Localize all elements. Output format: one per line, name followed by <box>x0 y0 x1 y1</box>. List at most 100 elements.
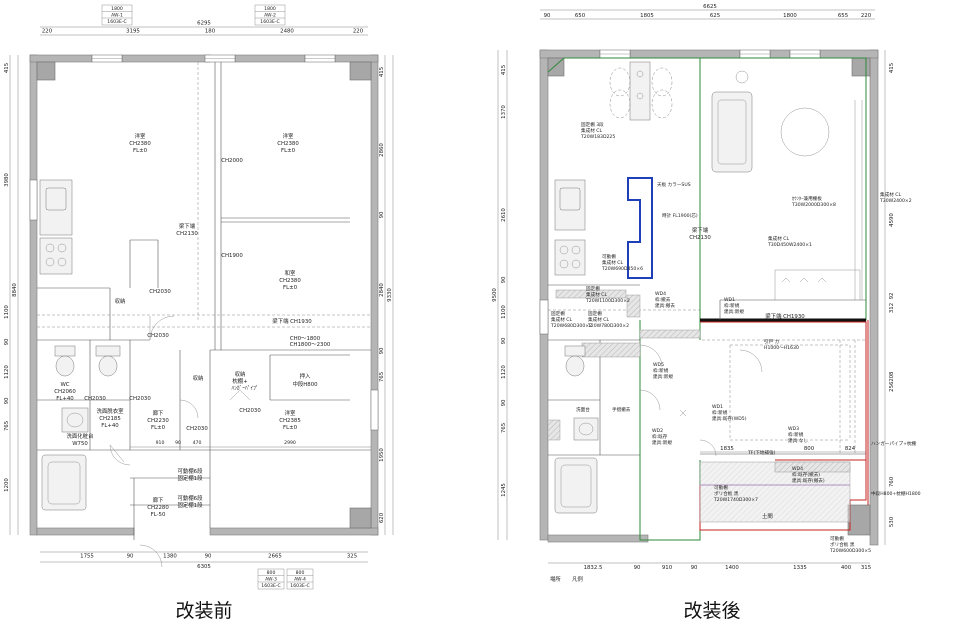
before-dim-label: 6295 <box>197 21 211 27</box>
after-dims-mid: 1835 800 824 <box>700 446 866 453</box>
after-dim-label: 4590 <box>889 213 895 227</box>
room-rouka-name: 廊下 <box>153 409 164 417</box>
label-chuudana: 中段H800 <box>292 380 318 388</box>
label-kotei-tana: 集成材 CL <box>581 127 602 134</box>
after-shelves <box>547 289 851 523</box>
room-youshitsu-bottom-fl: FL±0 <box>283 425 298 431</box>
label-ch2030: CH2030 <box>84 396 106 402</box>
before-tag-text: 1603E-C <box>261 583 280 589</box>
room-youshitsu-right-name: 洋室 <box>283 132 294 140</box>
before-dims-bottom: 1755 90 1380 90 2665 325 6305 <box>40 551 368 570</box>
before-dim-label: 90 <box>4 338 10 345</box>
label-kotei-a: 集成材 CL <box>551 316 572 323</box>
before-dim-label: 2840 <box>379 283 385 297</box>
after-dim-label: 2562 <box>889 378 895 392</box>
before-dim-label: 8840 <box>12 283 18 297</box>
label-kadou-c: 可動棚 <box>830 535 844 542</box>
room-senmen-ch: CH2185 <box>99 416 121 422</box>
after-dim-label: 9500 <box>492 288 498 302</box>
before-dims-left: 415 3980 1100 90 1120 90 765 1200 8840 <box>4 55 19 535</box>
after-dim-label: 90 <box>691 565 698 571</box>
label-ch2030: CH2030 <box>147 333 169 339</box>
after-fixtures <box>554 61 830 514</box>
after-dim-label: 90 <box>544 13 551 19</box>
label-tf: TF(下地補強) <box>747 449 776 456</box>
before-dim-label: 1100 <box>4 305 10 319</box>
label-wd5: WD5 <box>653 362 664 368</box>
label-kotei-c: T20W780D300×2 <box>587 323 629 329</box>
caption-after: 改装後 <box>683 600 740 622</box>
room-youshitsu-left-name: 洋室 <box>135 132 146 140</box>
room-senmen-name: 洗面脱衣室 <box>97 407 125 415</box>
label-shuusei: T30D450W2400×1 <box>767 242 812 248</box>
before-dim-label: 765 <box>379 372 385 382</box>
before-tag-text: 1800 <box>264 6 276 12</box>
room-washitsu-name: 和室 <box>285 269 296 277</box>
label-wd3: WD3 <box>788 426 799 432</box>
room-wc-fl: FL+40 <box>56 396 74 402</box>
label-shuusei: 集成材 CL <box>768 235 789 242</box>
label-shuunou: 収納 <box>193 374 204 382</box>
label-kotei-a: T20W680D300×2 <box>550 323 592 329</box>
room-senmenki-name: 洗面化粧台 <box>67 432 94 440</box>
after-dim-label: 1805 <box>640 13 654 19</box>
room-wc-name: WC <box>60 382 69 388</box>
room-youshitsu-right-ch: CH2380 <box>277 141 299 147</box>
after-dim-label: 92 <box>889 293 895 300</box>
label-wd1: WD1 <box>712 404 723 410</box>
room-senmenki-w: W750 <box>72 441 88 447</box>
after-dim-label: 90 <box>501 337 507 344</box>
after-dims-top: 6625 90 650 1805 625 1800 655 220 <box>540 4 875 20</box>
label-ch2000: CH2000 <box>221 158 243 164</box>
before-tag-text: 800 <box>267 570 276 576</box>
after-dim-label: 415 <box>889 63 895 73</box>
label-wd2: WD2 <box>652 428 663 434</box>
before-tag-text: AW-2 <box>264 13 276 19</box>
before-dim-label: 1950 <box>379 448 385 462</box>
label-hanger: ハンガーパイプ+枕棚 <box>871 440 917 447</box>
before-dims-top: 6295 220 3195 180 2480 220 <box>40 21 368 36</box>
before-tag-text: AW-4 <box>294 577 306 583</box>
label-oshiire: 押入 <box>300 372 311 380</box>
after-dim-label: 08 <box>889 371 895 378</box>
label-ch-range1: CH0～1800 <box>290 336 321 342</box>
after-dim-label: 765 <box>501 423 507 433</box>
after-walls <box>539 49 879 546</box>
room-youshitsu-left-fl: FL±0 <box>133 148 148 154</box>
label-hari-ch1930: 梁下端 CH1930 <box>272 317 312 325</box>
room-rouka-ch: CH2230 <box>147 418 169 424</box>
after-dim-label: 1800 <box>783 13 797 19</box>
before-dim-label: 415 <box>4 63 10 73</box>
label-wd5: 建具:新規 <box>653 373 673 380</box>
label-hari: 梁下端 <box>692 226 709 234</box>
label-counter: ｶｳﾝﾀｰ兼用棚板 <box>792 195 822 202</box>
before-dim-label: 220 <box>42 29 53 35</box>
before-dim-label: 220 <box>353 29 364 35</box>
label-wd5: 枠:新規 <box>653 367 669 374</box>
before-dims-inner: 910 90 470 2990 <box>130 440 371 448</box>
label-ch1900: CH1900 <box>221 253 243 259</box>
before-partitions <box>37 62 371 568</box>
after-partitions <box>548 100 866 457</box>
after-dim-label: 1245 <box>501 483 507 497</box>
before-window-tags-bottom: 800 AW-3 1603E-C 800 AW-4 1603E-C <box>257 568 314 590</box>
label-ch-range2: CH1800～2300 <box>290 342 331 348</box>
after-dim-label: 824 <box>845 446 856 452</box>
label-wd4: WD4 <box>655 291 666 297</box>
label-hari2: 梁下端 CH1930 <box>765 312 805 320</box>
label-ch2030: CH2030 <box>186 426 208 432</box>
label-ch2030: CH2030 <box>239 408 261 414</box>
before-tag-text: 1800 <box>111 6 123 12</box>
before-dim-label: 910 <box>156 440 165 446</box>
label-wd1: 枠:新規 <box>712 409 728 416</box>
label-kotei-b: T20W1100D300×2 <box>585 298 630 304</box>
before-dim-label: 180 <box>205 29 216 35</box>
label-shuunou: 収納 <box>115 297 126 305</box>
before-dim-label: 3195 <box>126 29 140 35</box>
after-dims-right: 415 4590 312 92 2562 08 760 530 <box>884 50 895 545</box>
room-youshitsu-bottom-name: 洋室 <box>285 409 296 417</box>
before-tag-text: 1603E-C <box>260 19 279 25</box>
before-dim-label: 415 <box>379 67 385 77</box>
after-dim-label: 90 <box>634 565 641 571</box>
legend-place: 場所 <box>550 575 561 583</box>
